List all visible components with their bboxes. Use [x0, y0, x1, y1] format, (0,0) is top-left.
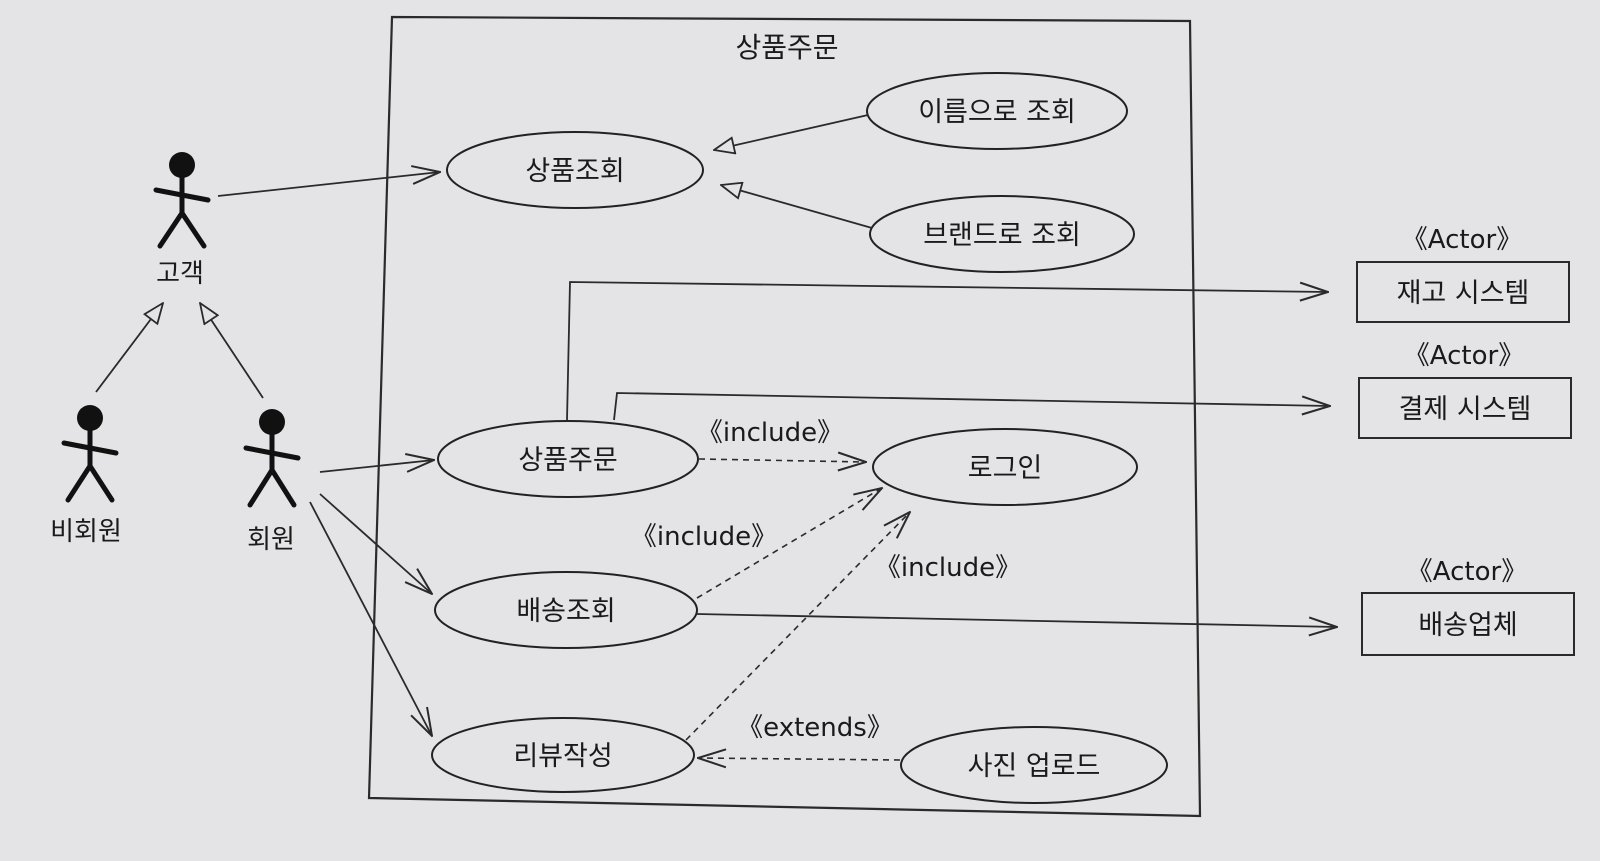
include-delivery-login: [696, 488, 882, 599]
include-label-order: 《include》: [697, 418, 843, 448]
actor-box-shipping: [1361, 592, 1575, 656]
usecase-product-order: [437, 420, 699, 498]
usecase-product-search: [446, 131, 704, 209]
usecase-delivery-search-label: 배송조회: [516, 596, 615, 627]
actor-non-member-label: 비회원: [50, 517, 122, 547]
usecase-product-order-label: 상품주문: [518, 445, 617, 476]
payment-stereotype: 《Actor》: [1404, 341, 1524, 371]
include-label-delivery: 《include》: [631, 522, 777, 552]
assoc-customer-product-search: [217, 172, 440, 197]
usecase-write-review: [431, 717, 695, 793]
generalization-search-by-brand: [721, 185, 873, 229]
generalization-member: [200, 303, 264, 399]
usecase-search-by-name-label: 이름으로 조회: [918, 97, 1076, 128]
usecase-write-review-label: 리뷰작성: [513, 741, 612, 772]
actor-member-label: 회원: [247, 525, 295, 555]
usecase-search-by-brand: [869, 195, 1135, 273]
actor-non-member: [61, 405, 119, 503]
usecase-search-by-name: [866, 72, 1128, 150]
system-title: 상품주문: [735, 31, 838, 64]
usecase-photo-upload: [900, 726, 1168, 804]
actor-customer-label: 고객: [156, 259, 204, 289]
actor-box-inventory: [1356, 261, 1570, 323]
inventory-stereotype: 《Actor》: [1402, 225, 1522, 255]
actor-box-payment: [1358, 377, 1572, 439]
generalization-search-by-name: [714, 114, 869, 150]
usecase-photo-upload-label: 사진 업로드: [968, 751, 1101, 782]
assoc-member-product-order: [319, 460, 434, 473]
include-review-login: [685, 512, 910, 741]
assoc-member-write-review: [309, 501, 432, 736]
usecase-product-search-label: 상품조회: [525, 156, 624, 187]
assoc-order-inventory: [566, 281, 1328, 421]
system-boundary: [367, 15, 1202, 818]
assoc-delivery-shipping: [696, 613, 1337, 627]
usecase-delivery-search: [434, 571, 698, 649]
actor-customer: [153, 152, 211, 249]
assoc-member-delivery-search: [319, 493, 432, 594]
extends-upload-review: [698, 758, 901, 760]
generalization-non-member: [95, 303, 163, 393]
payment-name: 결제 시스템: [1399, 394, 1532, 425]
usecase-login-label: 로그인: [968, 453, 1043, 484]
usecase-login: [872, 428, 1138, 506]
shipping-name: 배송업체: [1418, 610, 1517, 641]
shipping-stereotype: 《Actor》: [1407, 557, 1527, 587]
actor-member: [243, 409, 301, 508]
usecase-search-by-brand-label: 브랜드로 조회: [923, 220, 1081, 251]
include-label-review: 《include》: [875, 553, 1021, 583]
assoc-order-payment: [613, 392, 1330, 421]
include-order-login: [698, 459, 866, 462]
inventory-name: 재고 시스템: [1397, 278, 1530, 309]
extends-label: 《extends》: [737, 713, 893, 743]
